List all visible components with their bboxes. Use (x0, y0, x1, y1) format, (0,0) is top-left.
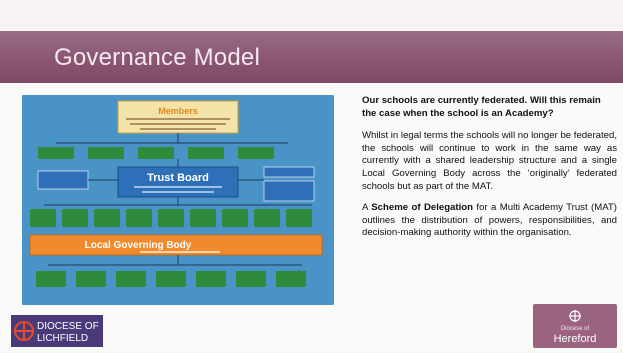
school-row (30, 209, 312, 227)
slide-title: Governance Model (54, 44, 260, 71)
school-box (126, 209, 152, 227)
committee-box (138, 147, 174, 159)
committee-row (38, 147, 274, 159)
scheme-of-delegation-term: Scheme of Delegation (371, 202, 473, 214)
bottom-box (76, 271, 106, 287)
hereford-small: Diocese of (561, 326, 590, 332)
committee-box (188, 147, 224, 159)
governance-chart: Members Trust Board (29, 100, 323, 287)
school-box (286, 209, 312, 227)
members-detail (130, 123, 226, 125)
committee-box (88, 147, 124, 159)
side-box-left (37, 170, 89, 190)
committee-box (38, 147, 74, 159)
lichfield-line2: LICHFIELD (37, 333, 88, 344)
school-box (254, 209, 280, 227)
hereford-logo-graphic: Diocese of Hereford (554, 310, 597, 345)
text-column: Our schools are currently federated. Wil… (362, 95, 617, 249)
lgb-detail (140, 251, 220, 253)
bottom-box (196, 271, 226, 287)
paragraph-scheme: A Scheme of Delegation for a Multi Acade… (362, 202, 617, 240)
members-label: Members (158, 106, 198, 116)
p2-prefix: A (362, 202, 372, 214)
diocese-lichfield-logo: DIOCESE OF LICHFIELD (11, 315, 103, 347)
p2-suffix: for a Multi Academy Trust (MAT) outlines… (362, 202, 617, 239)
school-box (30, 209, 56, 227)
bottom-box (36, 271, 66, 287)
paragraph-federation: Whilst in legal terms the schools will n… (362, 130, 617, 192)
question-heading: Our schools are currently federated. Wil… (362, 95, 601, 119)
school-box (222, 209, 248, 227)
trust-board-detail (134, 186, 222, 188)
side-box-right (263, 180, 315, 202)
trust-board-detail (142, 191, 214, 193)
members-detail (140, 128, 216, 130)
bottom-box (236, 271, 266, 287)
local-governing-body-label: Local Governing Body (85, 240, 192, 251)
members-box (117, 100, 239, 134)
local-governing-body-box (29, 234, 323, 256)
diocese-hereford-logo: Diocese of Hereford (533, 304, 617, 348)
bottom-box (156, 271, 186, 287)
top-strip (0, 0, 623, 30)
committee-box (238, 147, 274, 159)
members-detail (126, 118, 230, 120)
lichfield-line1: DIOCESE OF (37, 321, 99, 332)
bottom-box (276, 271, 306, 287)
governance-diagram: Members Trust Board (22, 95, 334, 305)
bottom-box (116, 271, 146, 287)
school-box (94, 209, 120, 227)
school-box (158, 209, 184, 227)
lichfield-logo-graphic: DIOCESE OF LICHFIELD (11, 315, 103, 347)
trust-board-label: Trust Board (147, 172, 209, 184)
bottom-row (36, 271, 306, 287)
school-box (190, 209, 216, 227)
school-box (62, 209, 88, 227)
title-band (0, 31, 623, 83)
hereford-name: Hereford (554, 333, 597, 345)
side-box-right (263, 166, 315, 178)
